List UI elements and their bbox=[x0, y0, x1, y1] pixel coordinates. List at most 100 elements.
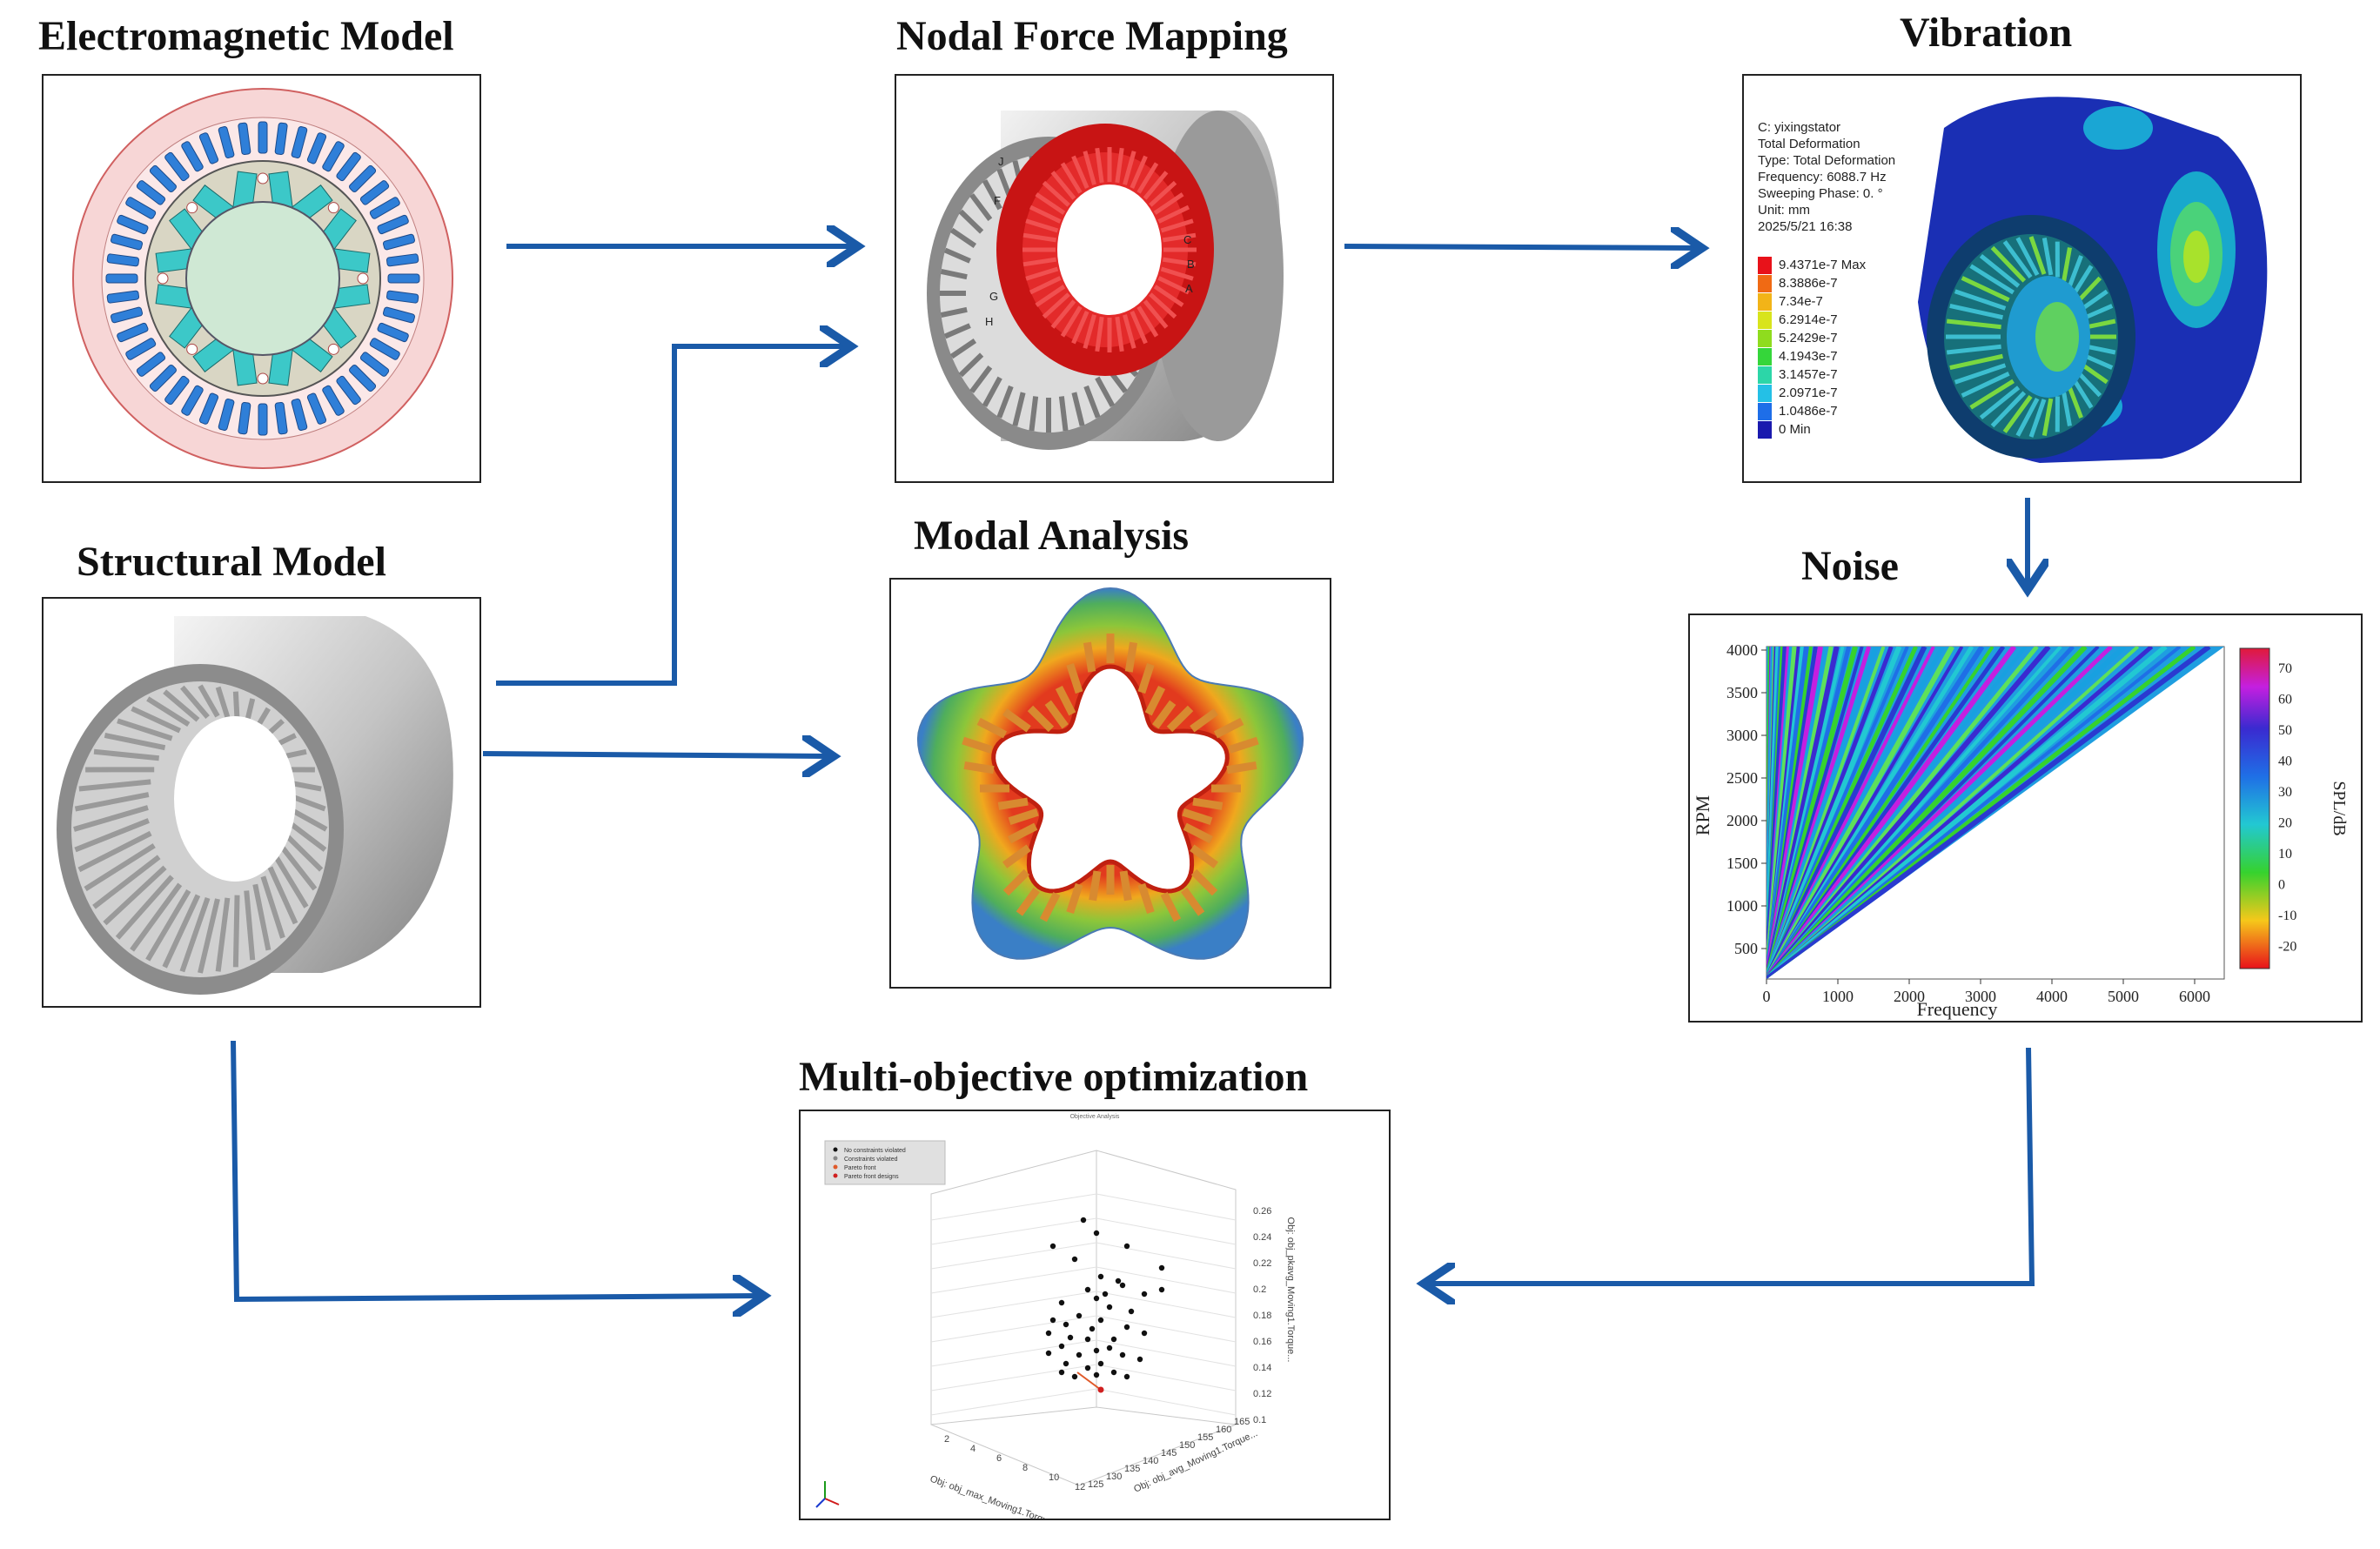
stator-tooth bbox=[940, 269, 968, 280]
stator-tooth bbox=[74, 818, 150, 853]
vibration-title: Vibration bbox=[1900, 10, 2073, 56]
moo-chart-title: Objective Analysis bbox=[1070, 1114, 1120, 1120]
stator-slot bbox=[291, 398, 308, 431]
moo-y-tick-label: 125 bbox=[1088, 1479, 1103, 1490]
stator-tooth bbox=[285, 818, 327, 852]
arrow-structural-to-optimization bbox=[231, 1040, 759, 1299]
stator-tooth bbox=[267, 866, 298, 925]
vibration-legend-swatch bbox=[1758, 403, 1772, 420]
moo-x-tick-label: 8 bbox=[1022, 1463, 1028, 1473]
modal-tooth bbox=[1007, 822, 1038, 844]
moo-grid-line bbox=[930, 1364, 1097, 1391]
moo-design-point bbox=[1084, 1336, 1091, 1343]
stator-slot bbox=[181, 141, 204, 172]
moo-design-point bbox=[1097, 1317, 1104, 1324]
deformed-tooth bbox=[2068, 255, 2083, 287]
force-tooth bbox=[1130, 155, 1148, 190]
noise-cbar-tick-label: 0 bbox=[2278, 878, 2285, 893]
vibration-legend-label: 8.3886e-7 bbox=[1779, 276, 1838, 291]
modal-analysis-title: Modal Analysis bbox=[914, 513, 1190, 559]
nodal-label-f: F bbox=[994, 194, 1001, 207]
moo-z-tick-label: 0.18 bbox=[1253, 1311, 1271, 1321]
moo-y-tick-label: 145 bbox=[1161, 1448, 1177, 1458]
noise-cbar-tick-label: 50 bbox=[2278, 723, 2292, 738]
moo-orientation-axes-icon bbox=[815, 1481, 840, 1508]
moo-design-point bbox=[1123, 1243, 1130, 1250]
stator-slot bbox=[125, 197, 157, 219]
deformed-tooth bbox=[2015, 237, 2040, 277]
force-tooth bbox=[1149, 180, 1177, 207]
vibration-header-line: C: yixingstator bbox=[1758, 120, 1840, 135]
noise-cbar-label: SPL/dB bbox=[2330, 781, 2349, 835]
modal-tooth bbox=[1066, 882, 1083, 915]
moo-design-point bbox=[1106, 1344, 1113, 1351]
modal-tooth bbox=[1137, 882, 1155, 915]
stator-tooth bbox=[943, 247, 971, 264]
rotor-hole bbox=[327, 343, 339, 355]
moo-design-point bbox=[1093, 1371, 1100, 1378]
nodal-label-j: J bbox=[998, 155, 1004, 168]
moo-y-tick-label: 160 bbox=[1216, 1425, 1231, 1435]
stator-tooth bbox=[77, 830, 152, 873]
moo-design-point bbox=[1110, 1336, 1117, 1343]
stator-tooth bbox=[949, 227, 977, 249]
stator-slot bbox=[336, 151, 361, 182]
modal-tooth bbox=[1016, 887, 1040, 916]
modal-tooth bbox=[1137, 662, 1155, 694]
noise-y-tick-label: 3000 bbox=[1726, 727, 1758, 744]
modal-tooth bbox=[976, 717, 1008, 739]
stator-tooth bbox=[93, 748, 159, 761]
moo-design-point bbox=[1141, 1291, 1148, 1298]
vibration-legend-swatch bbox=[1758, 293, 1772, 311]
stator-tooth bbox=[943, 323, 971, 339]
modal-shape-image bbox=[916, 587, 1304, 960]
nodal-label-h: H bbox=[985, 315, 993, 328]
noise-cbar-tick-label: 20 bbox=[2278, 816, 2292, 831]
moo-design-point bbox=[1136, 1356, 1143, 1363]
stator-tooth bbox=[131, 706, 182, 734]
noise-cbar-tick-label: -10 bbox=[2278, 909, 2296, 923]
deformed-tooth bbox=[2041, 237, 2054, 276]
deformed-tooth bbox=[2002, 395, 2033, 433]
moo-design-point bbox=[1093, 1295, 1100, 1302]
moo-legend-label: Constraints violated bbox=[844, 1157, 898, 1163]
moo-design-point bbox=[1097, 1273, 1104, 1280]
modal-tooth bbox=[1002, 868, 1030, 896]
moo-grid-line bbox=[930, 1315, 1097, 1343]
stator-slot bbox=[359, 180, 390, 205]
nodal-label-b: B bbox=[1187, 258, 1195, 271]
rotor-hole bbox=[186, 202, 198, 214]
nodal-label-g: G bbox=[989, 290, 998, 303]
moo-legend-marker bbox=[833, 1147, 838, 1152]
force-tooth bbox=[1029, 276, 1062, 295]
deformed-tooth bbox=[1979, 386, 2021, 419]
deformed-tooth bbox=[2082, 289, 2108, 311]
modal-tooth bbox=[1152, 700, 1177, 729]
moo-design-point bbox=[1071, 1256, 1078, 1263]
stator-tooth bbox=[252, 883, 272, 951]
moo-z-tick-label: 0.24 bbox=[1253, 1232, 1271, 1243]
force-tooth bbox=[1160, 266, 1194, 281]
modal-tooth bbox=[1083, 641, 1096, 673]
vibration-legend-label: 4.1943e-7 bbox=[1779, 349, 1838, 364]
moo-design-point bbox=[1123, 1373, 1130, 1380]
moo-grid-line bbox=[930, 1217, 1097, 1245]
force-tooth bbox=[1050, 171, 1076, 200]
moo-pareto-front bbox=[1076, 1371, 1102, 1391]
moo-legend-label: No constraints violated bbox=[844, 1148, 906, 1154]
modal-tooth bbox=[1192, 797, 1224, 810]
force-tooth bbox=[1157, 276, 1190, 295]
moo-design-point bbox=[1093, 1347, 1100, 1354]
force-tooth bbox=[1115, 316, 1124, 352]
moo-grid-line bbox=[930, 1266, 1097, 1294]
rotor-hole bbox=[157, 272, 169, 285]
moo-grid-line bbox=[930, 1193, 1097, 1221]
vibration-legend-label: 5.2429e-7 bbox=[1779, 331, 1838, 345]
modal-analysis-panel bbox=[889, 578, 1331, 989]
noise-cbar-tick-label: 10 bbox=[2278, 847, 2292, 862]
noise-y-label: RPM bbox=[1692, 795, 1713, 835]
rotor-hole bbox=[257, 172, 269, 184]
stator-tooth bbox=[78, 779, 151, 792]
modal-tooth bbox=[1089, 870, 1102, 902]
stator-slot bbox=[291, 126, 308, 159]
